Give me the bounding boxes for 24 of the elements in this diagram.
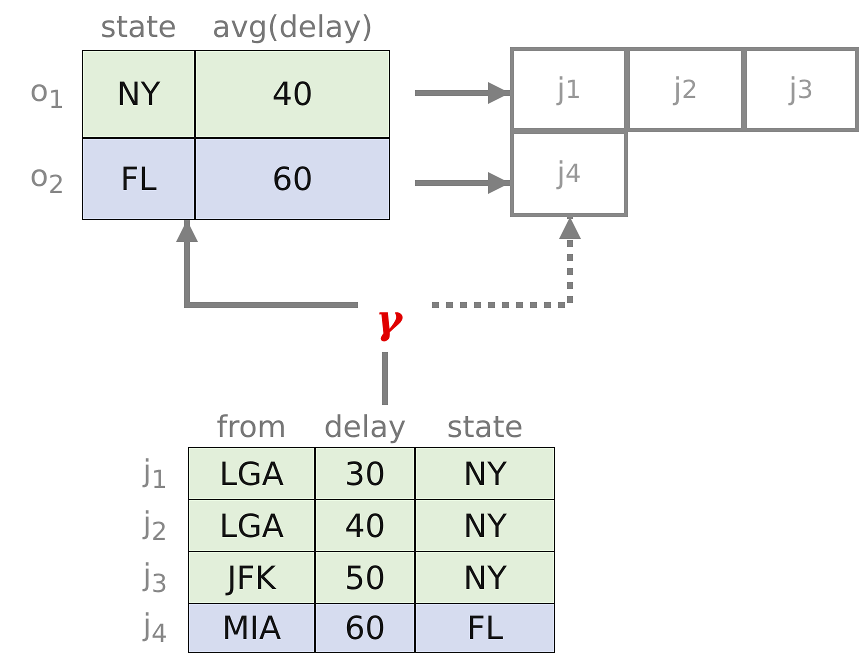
table-cell: 40 [195,50,390,138]
table-cell: MIA [188,603,315,653]
column-header: delay [323,409,407,447]
gamma-symbol: γ [362,288,416,350]
row-label: o$_{1}$ [30,74,64,114]
arrow [432,217,581,308]
column-header: avg(delay) [211,9,374,47]
column-header: state [446,409,524,447]
arrow [415,82,510,104]
row-label: j$_{3}$ [143,558,168,598]
row-label: j$_{1}$ [143,454,168,494]
column-header: state [100,9,178,47]
table-cell: NY [82,50,195,138]
table-cell: 60 [195,138,390,220]
column-header: from [216,409,288,447]
row-label: o$_{2}$ [30,159,64,199]
connector-line [382,352,388,405]
arrow [415,172,510,194]
row-label: j$_{2}$ [143,506,168,546]
table-cell: FL [82,138,195,220]
table-cell: 60 [315,603,415,653]
table-cell: FL [415,603,555,653]
arrow [176,220,358,308]
row-label: j$_{4}$ [143,608,168,648]
